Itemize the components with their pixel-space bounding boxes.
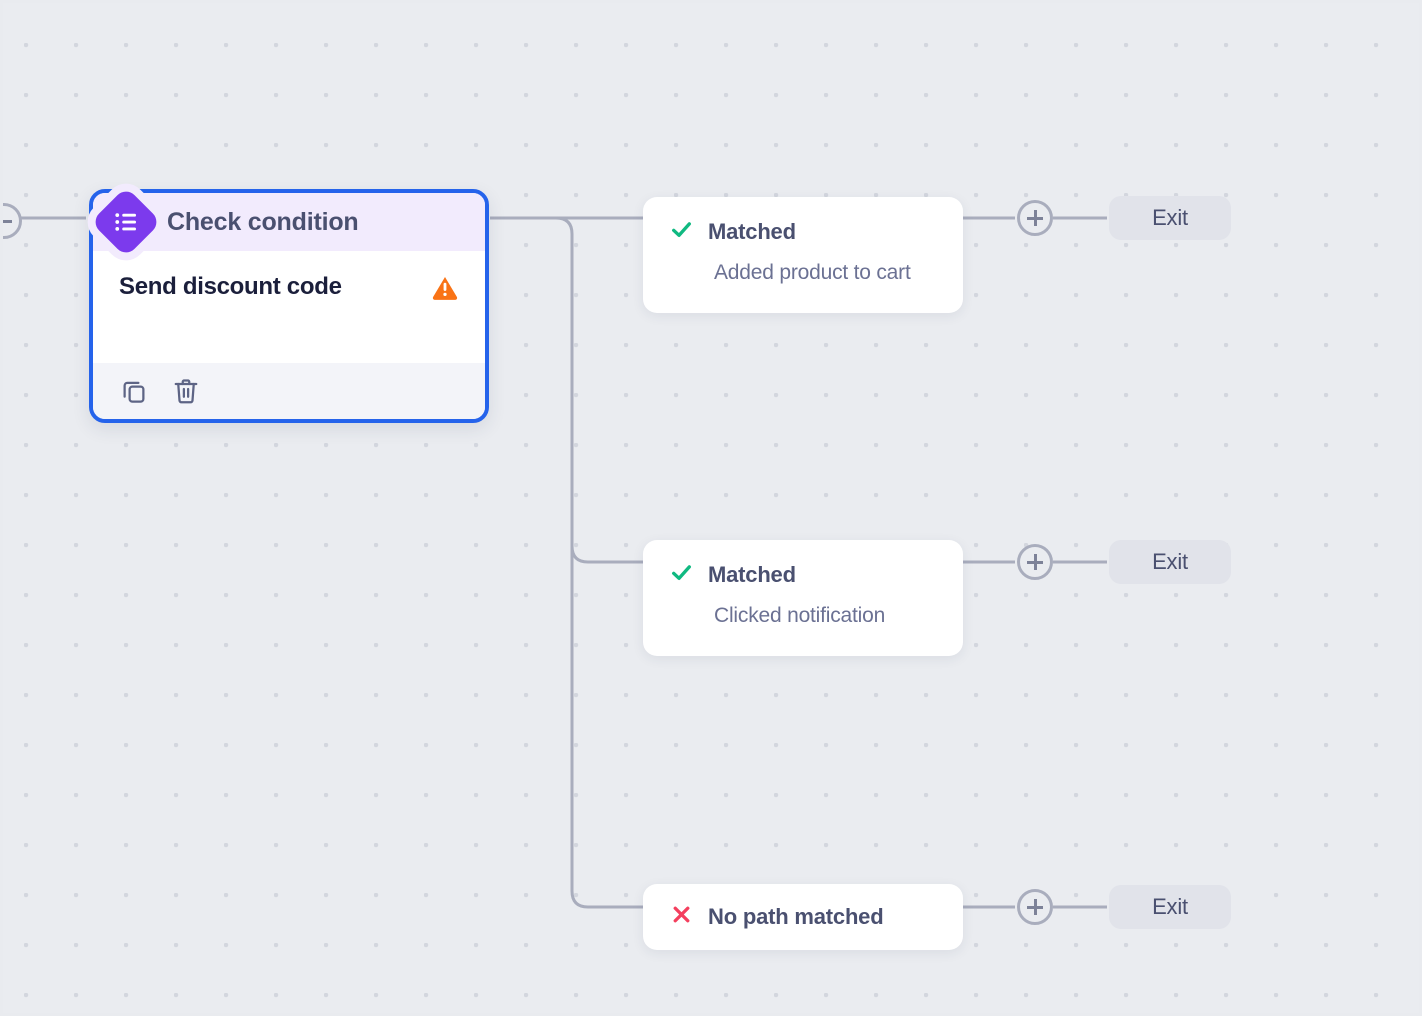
- edge-to-branch-2: [490, 216, 643, 564]
- exit-pill-branch2[interactable]: Exit: [1109, 540, 1231, 584]
- node-title: Check condition: [167, 207, 359, 236]
- node-body: Send discount code: [93, 251, 485, 369]
- cross-icon: [669, 902, 694, 932]
- exit-pill-branch1[interactable]: Exit: [1109, 196, 1231, 240]
- branch-header: Matched: [669, 217, 937, 247]
- warning-triangle-icon: [431, 275, 459, 308]
- exit-label: Exit: [1152, 205, 1188, 230]
- branch-card-no-path-matched[interactable]: No path matched: [643, 884, 963, 950]
- branch-status-label: No path matched: [708, 904, 884, 929]
- node-type-badge: [90, 186, 162, 258]
- branch-description: Clicked notification: [714, 604, 886, 627]
- branch-status-label: Matched: [708, 219, 796, 244]
- branch-description: Added product to cart: [714, 261, 911, 284]
- edge-layer: [19, 216, 1107, 909]
- edge-to-branch-3: [570, 234, 643, 909]
- branch-card-matched-cart[interactable]: Matched Added product to cart: [643, 197, 963, 313]
- add-step-button-branch3[interactable]: [1017, 889, 1053, 925]
- check-icon: [669, 560, 694, 590]
- node-footer: [93, 363, 485, 419]
- branch-header: No path matched: [669, 902, 937, 932]
- node-label: Send discount code: [119, 273, 342, 300]
- copy-icon[interactable]: [119, 376, 149, 406]
- add-step-button-branch2[interactable]: [1017, 544, 1053, 580]
- check-icon: [669, 217, 694, 247]
- list-condition-icon: [111, 207, 141, 237]
- node-check-condition[interactable]: Check condition Send discount code: [89, 189, 489, 423]
- add-step-button-branch1[interactable]: [1017, 200, 1053, 236]
- branch-status-label: Matched: [708, 562, 796, 587]
- trash-icon[interactable]: [171, 376, 201, 406]
- flow-canvas[interactable]: Check condition Send discount code: [3, 3, 1419, 1013]
- node-header: Check condition: [93, 193, 485, 251]
- exit-pill-branch3[interactable]: Exit: [1109, 885, 1231, 929]
- exit-label: Exit: [1152, 894, 1188, 919]
- branch-header: Matched: [669, 560, 937, 590]
- incoming-connector-node[interactable]: [3, 203, 22, 239]
- branch-card-matched-notification[interactable]: Matched Clicked notification: [643, 540, 963, 656]
- exit-label: Exit: [1152, 549, 1188, 574]
